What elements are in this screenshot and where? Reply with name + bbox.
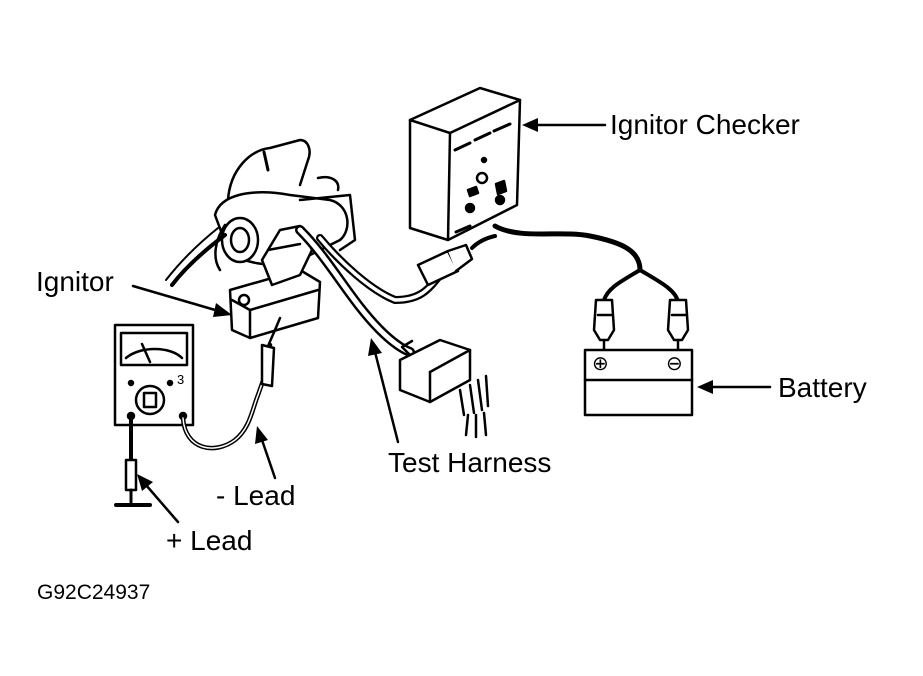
minus-lead-probe — [260, 316, 282, 388]
harness-connector — [398, 338, 490, 439]
plus-lead-probe — [114, 416, 152, 507]
figure-code: G92C24937 — [37, 581, 151, 604]
label-ignitor-checker: Ignitor Checker — [610, 109, 800, 140]
battery-positive-symbol: ⊕ — [592, 353, 609, 375]
label-test-harness: Test Harness — [388, 447, 552, 478]
arrow-ignitor — [131, 284, 232, 317]
battery — [583, 348, 694, 417]
label-plus-lead: + Lead — [166, 525, 253, 556]
arrow-ignitor-checker — [522, 118, 607, 132]
ignitor-checker-box — [408, 86, 522, 242]
battery-clamp-negative — [666, 298, 690, 354]
arrow-minus-lead — [255, 426, 277, 480]
arrow-plus-lead — [137, 474, 180, 524]
checker-connector — [416, 234, 497, 287]
label-ignitor: Ignitor — [36, 266, 114, 297]
battery-negative-symbol: ⊖ — [666, 353, 683, 375]
checker-cable — [492, 223, 643, 273]
label-battery: Battery — [778, 372, 867, 403]
arrow-battery — [697, 380, 772, 394]
multimeter — [113, 323, 195, 427]
ignitor-module — [228, 224, 322, 340]
coil-hv-wire — [170, 233, 227, 287]
label-minus-lead: - Lead — [216, 480, 296, 511]
meter-scale-digit: 3 — [177, 372, 185, 387]
battery-clamp-positive — [592, 298, 616, 354]
arrow-test-harness — [368, 338, 400, 444]
